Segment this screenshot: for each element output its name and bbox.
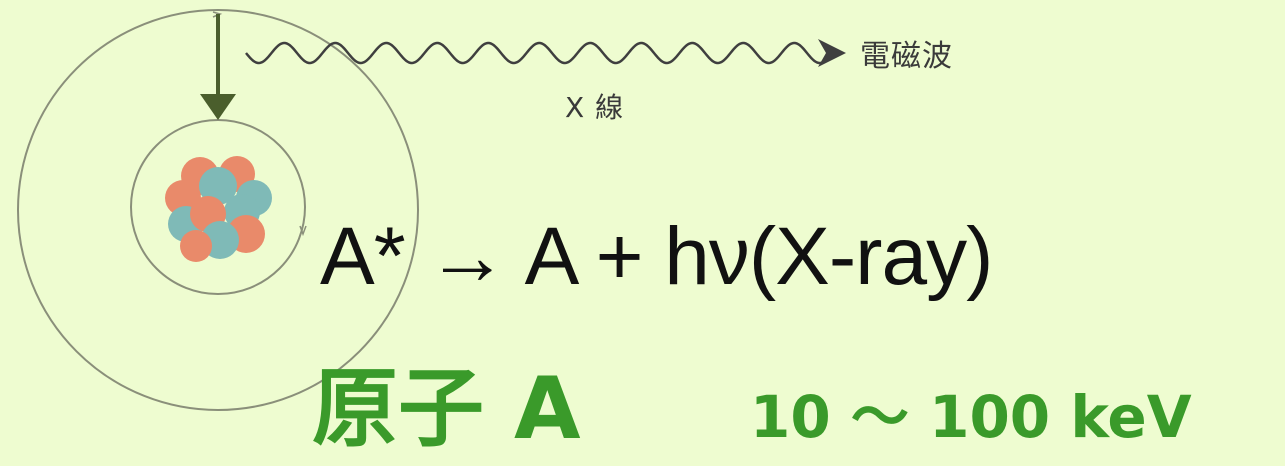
atom-nucleus-icon: [165, 156, 272, 262]
electron-transition-arrow-icon: [200, 14, 236, 120]
wave-arrow-icon: [245, 39, 846, 67]
electromagnetic-wave-label: 電磁波: [860, 39, 953, 74]
orbit-direction-marker-inner: [299, 225, 307, 237]
atom-label: 原子 A: [312, 359, 581, 459]
outer-orbit: [17, 9, 419, 411]
energy-range-label: 10 〜 100 keV: [750, 383, 1192, 451]
decay-equation: A* → A + hν(X-ray): [320, 211, 993, 302]
x-ray-label: X 線: [565, 91, 625, 124]
